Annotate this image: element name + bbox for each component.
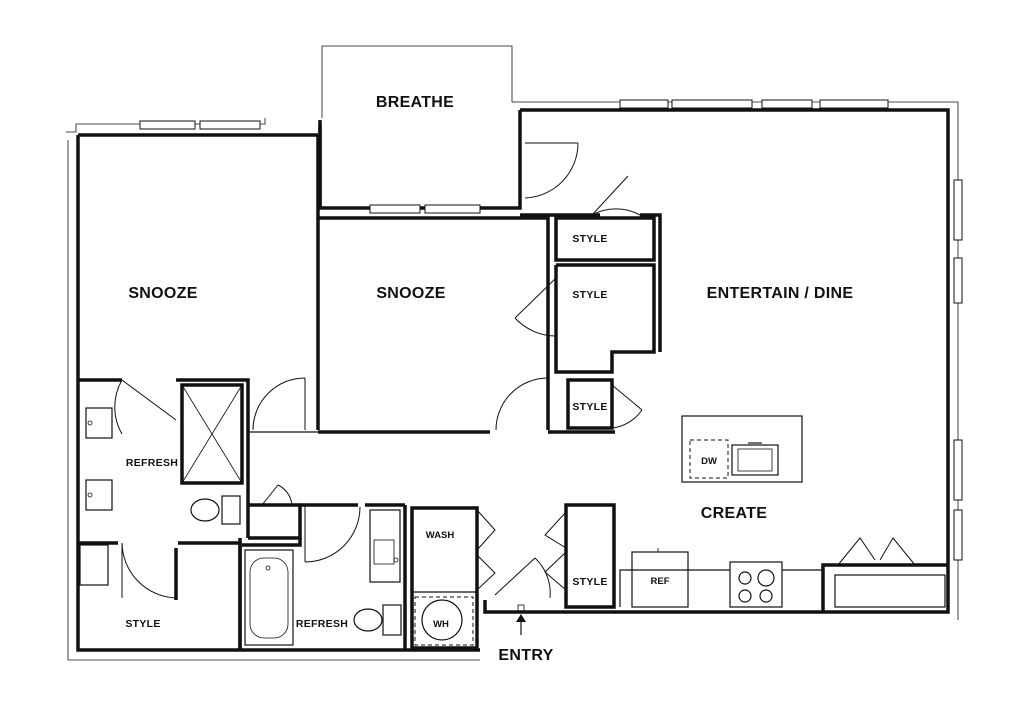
interior-walls: [78, 135, 948, 650]
room-label-snooze-center: SNOOZE: [376, 285, 445, 302]
room-labels: BREATHE SNOOZE SNOOZE ENTERTAIN / DINE C…: [125, 94, 853, 664]
room-label-style-closet-entry: STYLE: [572, 576, 607, 588]
room-label-refresh-left: REFRESH: [126, 457, 178, 469]
fixture-label-refrigerator: REF: [651, 576, 670, 587]
room-label-breathe: BREATHE: [376, 94, 454, 111]
room-label-refresh-center: REFRESH: [296, 618, 348, 630]
fixture-label-water-heater: WH: [433, 619, 449, 630]
room-label-snooze-left: SNOOZE: [128, 285, 197, 302]
doors: [114, 142, 916, 599]
room-label-create: CREATE: [701, 505, 767, 522]
room-label-style-bottom-left: STYLE: [125, 618, 160, 630]
entry-label: ENTRY: [498, 647, 553, 664]
fixture-label-wash: WASH: [426, 530, 455, 541]
room-label-style-closet-1: STYLE: [572, 233, 607, 245]
windows: [139, 99, 963, 561]
room-label-style-closet-2: STYLE: [572, 289, 607, 301]
room-label-entertain-dine: ENTERTAIN / DINE: [707, 285, 854, 302]
room-label-style-closet-3: STYLE: [572, 401, 607, 413]
fixtures: [79, 407, 823, 646]
fixture-label-dishwasher: DW: [701, 456, 717, 467]
